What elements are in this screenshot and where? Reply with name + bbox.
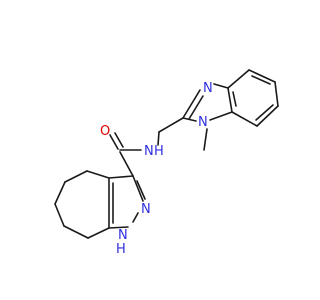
bond: [64, 170, 88, 183]
bond: [209, 111, 233, 121]
bond: [136, 180, 146, 200]
bond: [109, 134, 119, 150]
bond: [227, 69, 250, 89]
bond: [255, 104, 274, 121]
pyrazole-n1-label: N: [118, 228, 128, 243]
bond: [274, 81, 279, 107]
bond: [203, 128, 208, 151]
bond: [87, 227, 110, 239]
bond: [251, 75, 271, 85]
bond: [119, 151, 134, 177]
cycloheptane-ring: [54, 170, 110, 239]
bond: [213, 83, 229, 89]
bond: [132, 212, 139, 223]
imidazole-n3-label: N: [203, 81, 213, 96]
bond: [132, 175, 144, 202]
benzene-ring: [227, 69, 279, 127]
structure-canvas: O N H N N N N H: [54, 69, 279, 257]
molecule-structure: O N H N N N N H: [54, 69, 279, 257]
imidazole-ring: [182, 83, 233, 122]
bond: [248, 69, 276, 83]
bond: [232, 91, 237, 107]
imidazole-n1-label: N: [198, 115, 208, 130]
bond: [182, 89, 201, 119]
oxygen-atom-label: O: [100, 124, 110, 139]
n-methyl-group: [203, 128, 208, 151]
bond: [188, 95, 204, 120]
pyrazole-ring: [108, 175, 146, 229]
bond: [256, 105, 279, 127]
amide-hydrogen-label: H: [154, 144, 164, 159]
pyrazole-n2-label: N: [141, 202, 151, 217]
bond: [63, 225, 89, 239]
bond: [231, 111, 258, 127]
bond: [108, 226, 129, 229]
amide-group: [109, 117, 184, 177]
atom-labels: O N H N N N N H: [100, 81, 213, 257]
bond: [182, 117, 197, 122]
bond: [54, 181, 66, 205]
pyrazole-h-label: H: [116, 242, 126, 257]
bond: [114, 132, 124, 148]
bond: [86, 170, 110, 179]
bond: [158, 117, 184, 133]
bond: [157, 131, 160, 146]
bond: [108, 175, 134, 179]
bond: [54, 203, 65, 227]
amide-nitrogen-label: N: [144, 144, 154, 159]
bond: [227, 87, 233, 113]
